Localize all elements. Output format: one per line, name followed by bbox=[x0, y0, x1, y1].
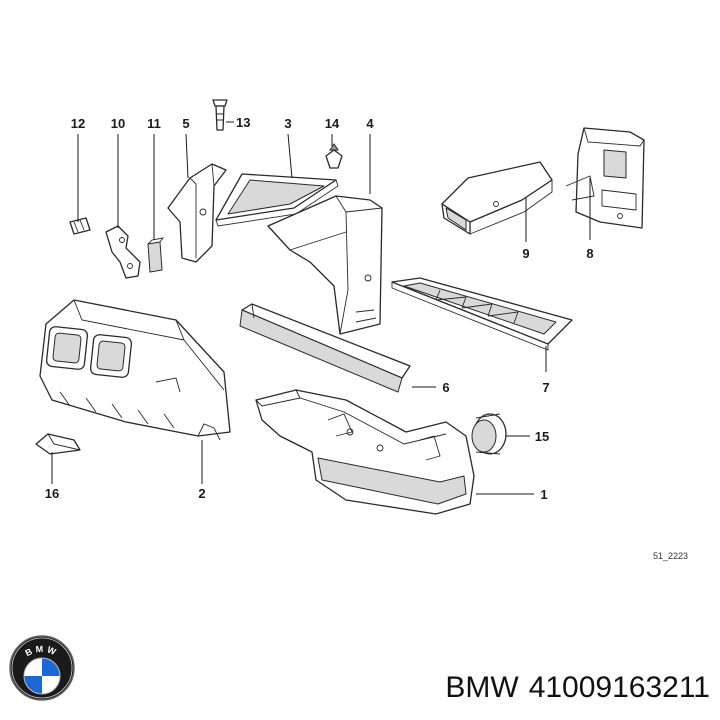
part-13-push-rivet bbox=[212, 99, 228, 131]
part-10-bracket bbox=[105, 225, 141, 279]
callout-6: 6 bbox=[442, 380, 449, 395]
part-8-duct-bracket bbox=[565, 127, 645, 229]
leader-5 bbox=[185, 133, 189, 179]
part-15-ring bbox=[471, 413, 507, 455]
callout-8: 8 bbox=[586, 246, 593, 261]
bmw-logo-letters: BMW bbox=[24, 644, 61, 658]
callout-12: 12 bbox=[71, 116, 85, 131]
part-12-clip bbox=[69, 217, 91, 235]
brand-name: BMW bbox=[445, 671, 519, 704]
part-9-air-duct bbox=[441, 161, 553, 235]
callout-14: 14 bbox=[325, 116, 340, 131]
callout-7: 7 bbox=[542, 380, 549, 395]
diagram-reference-code: 51_2223 bbox=[653, 551, 688, 561]
callout-16: 16 bbox=[45, 486, 59, 501]
callout-11: 11 bbox=[147, 116, 161, 131]
part-5-side-panel bbox=[167, 163, 227, 263]
callout-1: 1 bbox=[540, 487, 547, 502]
callout-3: 3 bbox=[284, 116, 291, 131]
part-3-duct-panel bbox=[215, 173, 339, 227]
part-number: 41009163211 bbox=[529, 671, 710, 704]
part-14-clip bbox=[325, 143, 343, 169]
part-number-caption: BMW 41009163211 bbox=[445, 671, 710, 704]
callout-labels: 12 10 11 5 13 3 14 4 9 8 6 7 15 16 2 1 bbox=[45, 115, 594, 502]
callout-5: 5 bbox=[182, 116, 189, 131]
bmw-logo: BMW bbox=[9, 635, 75, 701]
callout-15: 15 bbox=[535, 429, 549, 444]
part-7-grille-panel bbox=[391, 277, 573, 351]
part-11-pad bbox=[147, 237, 165, 273]
callout-13: 13 bbox=[236, 115, 250, 130]
leader-3 bbox=[287, 133, 293, 179]
callout-10: 10 bbox=[111, 116, 125, 131]
part-6-crossbar bbox=[239, 303, 411, 393]
callout-2: 2 bbox=[198, 486, 205, 501]
part-16-bracket bbox=[35, 433, 81, 455]
part-2-air-guide bbox=[39, 299, 231, 441]
callout-4: 4 bbox=[366, 116, 374, 131]
callout-9: 9 bbox=[522, 246, 529, 261]
leader-lines bbox=[51, 121, 591, 495]
part-4-center-duct bbox=[267, 195, 383, 335]
part-1-lower-duct bbox=[255, 389, 475, 515]
